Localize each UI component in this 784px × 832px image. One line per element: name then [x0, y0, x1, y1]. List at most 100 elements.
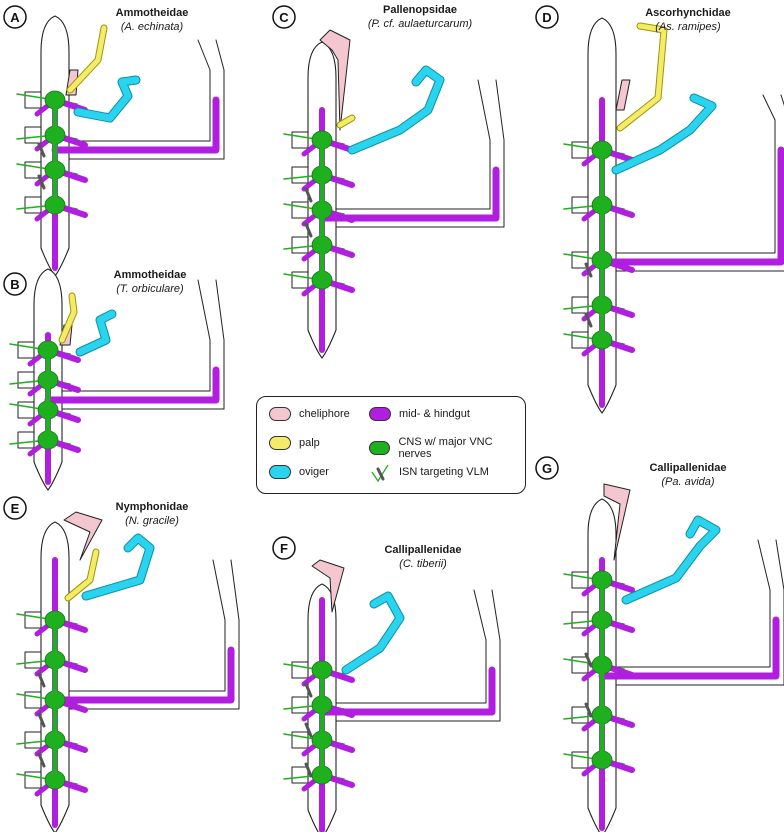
legend-label: cheliphore: [299, 408, 350, 420]
palp-fill: [337, 115, 355, 128]
panel-label-f: F: [272, 536, 296, 560]
gut-swatch: [369, 407, 391, 421]
cheliphore: [603, 483, 631, 561]
family-name: Callipallenidae: [649, 462, 727, 474]
legend-label: CNS w/ major VNC nerves: [398, 436, 493, 460]
leg-gut-branch: [51, 646, 235, 704]
species-name: (N. gracile): [125, 515, 179, 527]
panel-title-f: Callipallenidae (C. tiberii): [384, 543, 461, 571]
legend-item-cns: CNS w/ major VNC nerves: [369, 436, 525, 460]
oviger: [611, 93, 717, 175]
isn-mark: [37, 672, 46, 688]
svg-text:B: B: [10, 277, 19, 292]
cheliphore: [63, 511, 103, 561]
isn-mark: [584, 652, 593, 668]
palp-fill: [617, 23, 667, 131]
legend-label: oviger: [299, 466, 329, 478]
species-name: (A. echinata): [120, 21, 184, 33]
isn-mark: [304, 187, 313, 203]
animal-a: [16, 15, 225, 277]
oviger-fill: [76, 310, 116, 356]
walking-leg-outline: [68, 559, 240, 710]
legend-label: ISN targeting VLM: [399, 466, 489, 478]
isn-mark: [304, 682, 313, 698]
legend-item-gut: mid- & hindgut: [369, 407, 470, 421]
walking-leg-outline: [68, 39, 225, 160]
animal-b: [9, 268, 225, 491]
legend-item-palp: palp: [269, 436, 320, 450]
cheliphore: [311, 559, 345, 613]
family-name: Callipallenidae: [384, 544, 462, 556]
animal-e: [16, 511, 240, 832]
species-name: (P. cf. aulaeturcarum): [367, 18, 473, 30]
leg-gut-branch: [318, 166, 500, 222]
panel-title-e: Nymphonidae (N. gracile): [116, 500, 189, 528]
species-name: (As. ramipes): [655, 21, 721, 33]
legend-label: palp: [299, 437, 320, 449]
cheliphore: [615, 79, 631, 111]
panel-label-g: G: [535, 456, 559, 480]
panel-title-b: Ammotheidae (T. orbiculare): [114, 268, 187, 296]
legend-item-isn: ISN targeting VLM: [369, 463, 489, 483]
panel-label-d: D: [535, 5, 559, 29]
legend-item-oviger: oviger: [269, 465, 329, 479]
walking-leg-outline: [615, 539, 784, 686]
cns-swatch: [369, 441, 391, 455]
family-name: Pallenopsidae: [383, 4, 457, 16]
oviger-fill: [342, 592, 404, 674]
cheliphore: [319, 29, 351, 131]
palp-fill: [67, 25, 107, 93]
panel-label-a: A: [3, 5, 27, 29]
isn-mark: [584, 262, 593, 278]
isn-mark: [584, 312, 593, 328]
isn-mark: [304, 222, 313, 238]
family-name: Ammotheidae: [115, 7, 189, 19]
species-name: (T. orbiculare): [116, 283, 184, 295]
animal-d: [563, 17, 784, 414]
species-name: (C. tiberii): [399, 558, 447, 570]
walking-leg-outline: [61, 279, 225, 410]
family-name: Nymphonidae: [115, 501, 189, 513]
panel-title-a: Ammotheidae (A. echinata): [116, 6, 189, 34]
svg-text:E: E: [11, 501, 20, 516]
species-name: (Pa. avida): [661, 476, 715, 488]
isn-nerve-icon: [369, 463, 391, 483]
family-name: Ascorhynchidae: [645, 7, 731, 19]
palp-fill: [59, 293, 77, 343]
oviger-fill: [622, 516, 720, 604]
walking-leg-outline: [615, 94, 784, 272]
panel-label-e: E: [3, 496, 27, 520]
panel-label-c: C: [272, 5, 296, 29]
oviger-fill: [612, 94, 716, 174]
walking-leg-outline: [335, 589, 501, 722]
animal-c: [283, 29, 505, 359]
walking-leg-outline: [335, 79, 505, 228]
oviger-fill: [82, 534, 154, 600]
svg-text:G: G: [542, 461, 552, 476]
isn-mark: [37, 142, 46, 158]
leg-gut-branch: [44, 366, 220, 404]
isn-mark: [304, 762, 313, 778]
oviger-fill: [74, 76, 140, 122]
oviger: [621, 515, 721, 605]
svg-text:D: D: [542, 10, 551, 25]
palp-swatch: [269, 436, 291, 450]
animal-g: [563, 483, 784, 832]
oviger-swatch: [269, 465, 291, 479]
svg-text:F: F: [280, 541, 288, 556]
isn-mark: [37, 752, 46, 768]
svg-text:C: C: [279, 10, 289, 25]
leg-gut-branch: [598, 146, 784, 266]
legend-item-cheliphore: cheliphore: [269, 407, 350, 421]
animal-f: [283, 559, 501, 832]
palp-fill: [65, 549, 99, 601]
oviger-fill: [348, 66, 444, 154]
panel-title-c: Pallenopsidae (P. cf. aulaeturcarum): [368, 3, 472, 31]
panel-label-b: B: [3, 272, 27, 296]
panel-title-g: Callipallenidae (Pa. avida): [649, 461, 726, 489]
legend: cheliphore palp oviger mid- & hindgut CN…: [256, 396, 526, 494]
leg-gut-branch: [318, 666, 496, 716]
isn-mark: [304, 722, 313, 738]
svg-text:A: A: [10, 10, 20, 25]
